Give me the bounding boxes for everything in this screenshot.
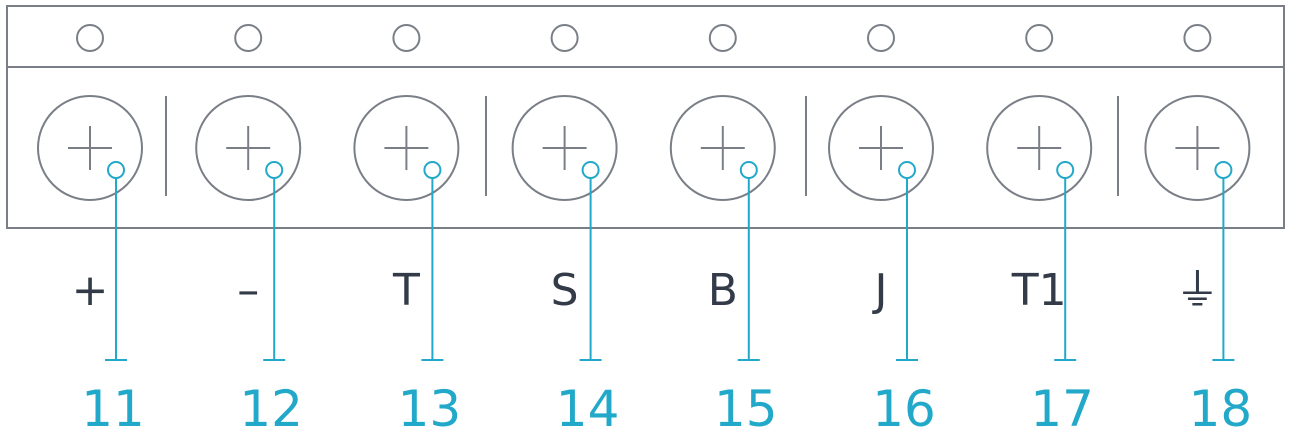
callout-14	[579, 161, 602, 361]
screw-head	[669, 95, 776, 201]
terminal-label-17: T1	[1011, 265, 1067, 316]
ground-symbol-icon: ⏚	[1175, 265, 1219, 316]
mounting-hole-18	[1183, 24, 1212, 52]
callout-13	[421, 161, 444, 361]
terminal-screw-14	[511, 95, 618, 201]
callout-11	[105, 161, 127, 361]
screw-head	[1144, 95, 1251, 201]
callout-point	[265, 161, 284, 179]
terminal-number-14: 14	[556, 380, 620, 434]
screw-head	[986, 95, 1093, 201]
mounting-hole-16	[867, 24, 895, 52]
mounting-hole-12	[234, 24, 263, 52]
terminal-number-12: 12	[239, 380, 303, 434]
callout-point	[423, 161, 442, 179]
mounting-hole-15	[708, 24, 737, 52]
terminal-label-13: T	[392, 265, 420, 316]
callout-15	[737, 161, 760, 361]
terminal-number-15: 15	[714, 380, 778, 434]
callout-12	[263, 161, 286, 361]
terminal-label-15: B	[708, 265, 738, 316]
terminal-number-17: 17	[1030, 380, 1094, 434]
terminal-screw-12	[195, 95, 302, 201]
terminal-block-body	[6, 5, 1285, 229]
terminal-label-16: J	[872, 265, 888, 316]
terminal-label-12: –	[237, 265, 259, 316]
callout-point	[739, 161, 758, 179]
terminal-label-11: +	[72, 265, 109, 316]
terminal-screw-11	[37, 95, 143, 201]
mounting-hole-13	[392, 24, 421, 52]
callout-16	[896, 161, 918, 361]
terminal-screw-17	[986, 95, 1093, 201]
terminal-block-housing	[6, 5, 1285, 229]
terminal-number-11: 11	[81, 380, 145, 434]
terminal-screws	[37, 95, 1251, 201]
mounting-hole-11	[76, 24, 104, 52]
callout-point	[107, 161, 125, 179]
screw-head	[195, 95, 302, 201]
terminal-separators	[165, 96, 1119, 196]
screw-head	[828, 95, 934, 201]
terminal-number-18: 18	[1189, 380, 1253, 434]
mounting-hole-17	[1025, 24, 1054, 52]
mounting-hole-14	[550, 24, 579, 52]
mounting-holes	[76, 24, 1212, 52]
terminal-number-13: 13	[398, 380, 462, 434]
terminal-labels: + – T S B J T1 ⏚	[72, 265, 1220, 316]
callout-18	[1212, 161, 1235, 361]
screw-head	[511, 95, 618, 201]
terminal-label-14: S	[551, 265, 579, 316]
terminal-screw-18	[1144, 95, 1251, 201]
terminal-callouts	[105, 161, 1235, 361]
callout-point	[581, 161, 600, 179]
screw-head	[37, 95, 143, 201]
callout-point	[898, 161, 916, 179]
terminal-screw-16	[828, 95, 934, 201]
callout-point	[1214, 161, 1233, 179]
terminal-screw-15	[669, 95, 776, 201]
terminal-screw-13	[353, 95, 460, 201]
callout-17	[1054, 161, 1077, 361]
terminal-number-16: 16	[872, 380, 936, 434]
callout-point	[1056, 161, 1075, 179]
screw-head	[353, 95, 460, 201]
terminal-numbers: 11 12 13 14 15 16 17 18	[81, 380, 1252, 434]
